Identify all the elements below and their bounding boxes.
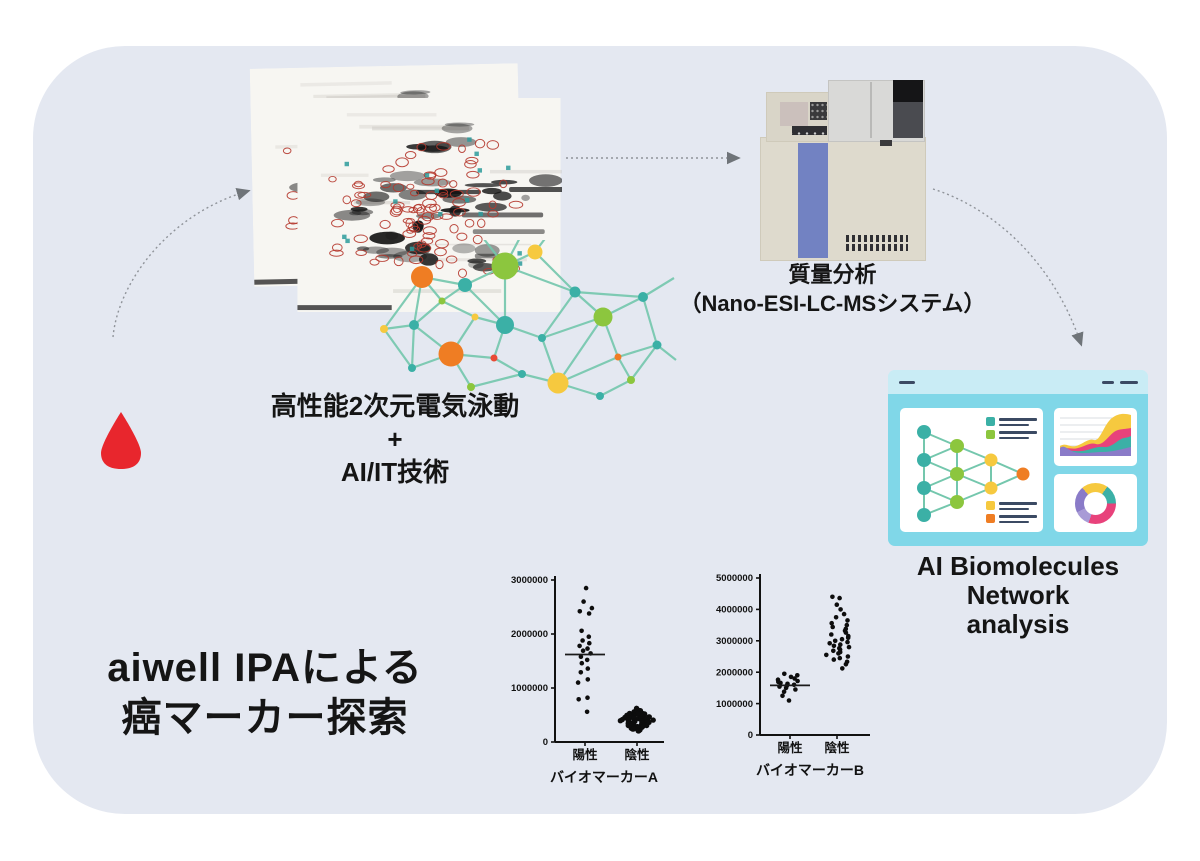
ai-caption-line2: Network xyxy=(966,580,1070,610)
ai-caption-line1: AI Biomolecules xyxy=(916,551,1120,581)
ms-top-unit-dark-top xyxy=(893,80,923,102)
ms-top-unit-divider xyxy=(870,82,872,138)
legend-swatch-green xyxy=(986,430,995,439)
scatter-plot-biomarker-b: 0 1000000 2000000 3000000 4000000 5000000 陽性 陰性… xyxy=(716,573,870,778)
svg-text:陰性: 陰性 xyxy=(824,740,850,755)
legend-item-orange xyxy=(986,514,1037,523)
svg-text:陰性: 陰性 xyxy=(624,747,650,762)
legend-swatch-orange xyxy=(986,514,995,523)
legend-swatch-yellow xyxy=(986,501,995,510)
donut-chart-graphic xyxy=(1075,483,1116,524)
ms-vent-row1 xyxy=(846,235,908,242)
legend-swatch-teal xyxy=(986,417,995,426)
svg-text:0: 0 xyxy=(748,730,753,741)
svg-text:5000000: 5000000 xyxy=(716,573,753,584)
svg-text:陽性: 陽性 xyxy=(572,747,598,762)
legend-item-green xyxy=(986,430,1037,439)
window-header-dash-1 xyxy=(1102,381,1114,384)
network-overlay-graphic xyxy=(380,240,677,400)
window-header-dash-2 xyxy=(1120,381,1138,384)
network-card xyxy=(900,408,1043,532)
mass-spec-label-line2: （Nano-ESI-LC-MSシステム） xyxy=(679,291,986,316)
main-title-line1: aiwell IPAによる xyxy=(107,646,423,690)
analysis-window xyxy=(888,370,1148,546)
ai-caption-line3: analysis xyxy=(966,609,1070,639)
donut-chart-card xyxy=(1054,474,1137,532)
ms-tower-screen xyxy=(780,102,808,126)
main-title-line2: 癌マーカー探索 xyxy=(121,696,409,740)
svg-text:3000000: 3000000 xyxy=(511,575,548,586)
svg-text:陽性: 陽性 xyxy=(777,740,803,755)
mass-spectrometer-illustration xyxy=(758,80,928,262)
mass-spec-label-line1: 質量分析 xyxy=(788,262,877,287)
ms-vent-row2 xyxy=(846,244,908,251)
svg-text:3000000: 3000000 xyxy=(716,636,753,647)
svg-text:4000000: 4000000 xyxy=(716,605,753,616)
window-menu-dash xyxy=(899,381,915,384)
svg-text:1000000: 1000000 xyxy=(511,683,548,694)
svg-text:0: 0 xyxy=(543,737,548,748)
ms-body xyxy=(760,137,926,261)
area-chart-card xyxy=(1054,408,1137,466)
ms-top-unit-dark-bottom xyxy=(893,102,923,138)
electrophoresis-label-line1: 高性能2次元電気泳動 xyxy=(270,391,520,421)
svg-text:バイオマーカーA: バイオマーカーA xyxy=(550,769,658,785)
network-legend-top xyxy=(986,417,1037,439)
svg-text:1000000: 1000000 xyxy=(716,699,753,710)
ai-caption: AI Biomolecules Network analysis xyxy=(880,552,1156,639)
mass-spec-label: 質量分析 （Nano-ESI-LC-MSシステム） xyxy=(640,260,1025,318)
ms-control-strip xyxy=(792,126,827,135)
ms-blue-stripe xyxy=(798,143,828,258)
blood-drop-icon xyxy=(101,412,141,469)
electrophoresis-label: 高性能2次元電気泳動 + AI/IT技術 xyxy=(230,390,560,489)
svg-text:バイオマーカーB: バイオマーカーB xyxy=(756,762,864,778)
area-chart-graphic xyxy=(1060,413,1131,456)
mini-network-graphic xyxy=(917,425,1030,522)
ms-foot xyxy=(880,140,892,146)
ms-button-grid xyxy=(810,102,827,120)
svg-text:2000000: 2000000 xyxy=(716,667,753,678)
legend-item-teal xyxy=(986,417,1037,426)
legend-item-yellow xyxy=(986,501,1037,510)
network-legend-bottom xyxy=(986,501,1037,523)
svg-text:2000000: 2000000 xyxy=(511,629,548,640)
plus-sign: + xyxy=(387,424,403,454)
main-title: aiwell IPAによる 癌マーカー探索 xyxy=(60,643,470,743)
electrophoresis-label-line3: AI/IT技術 xyxy=(340,457,450,487)
